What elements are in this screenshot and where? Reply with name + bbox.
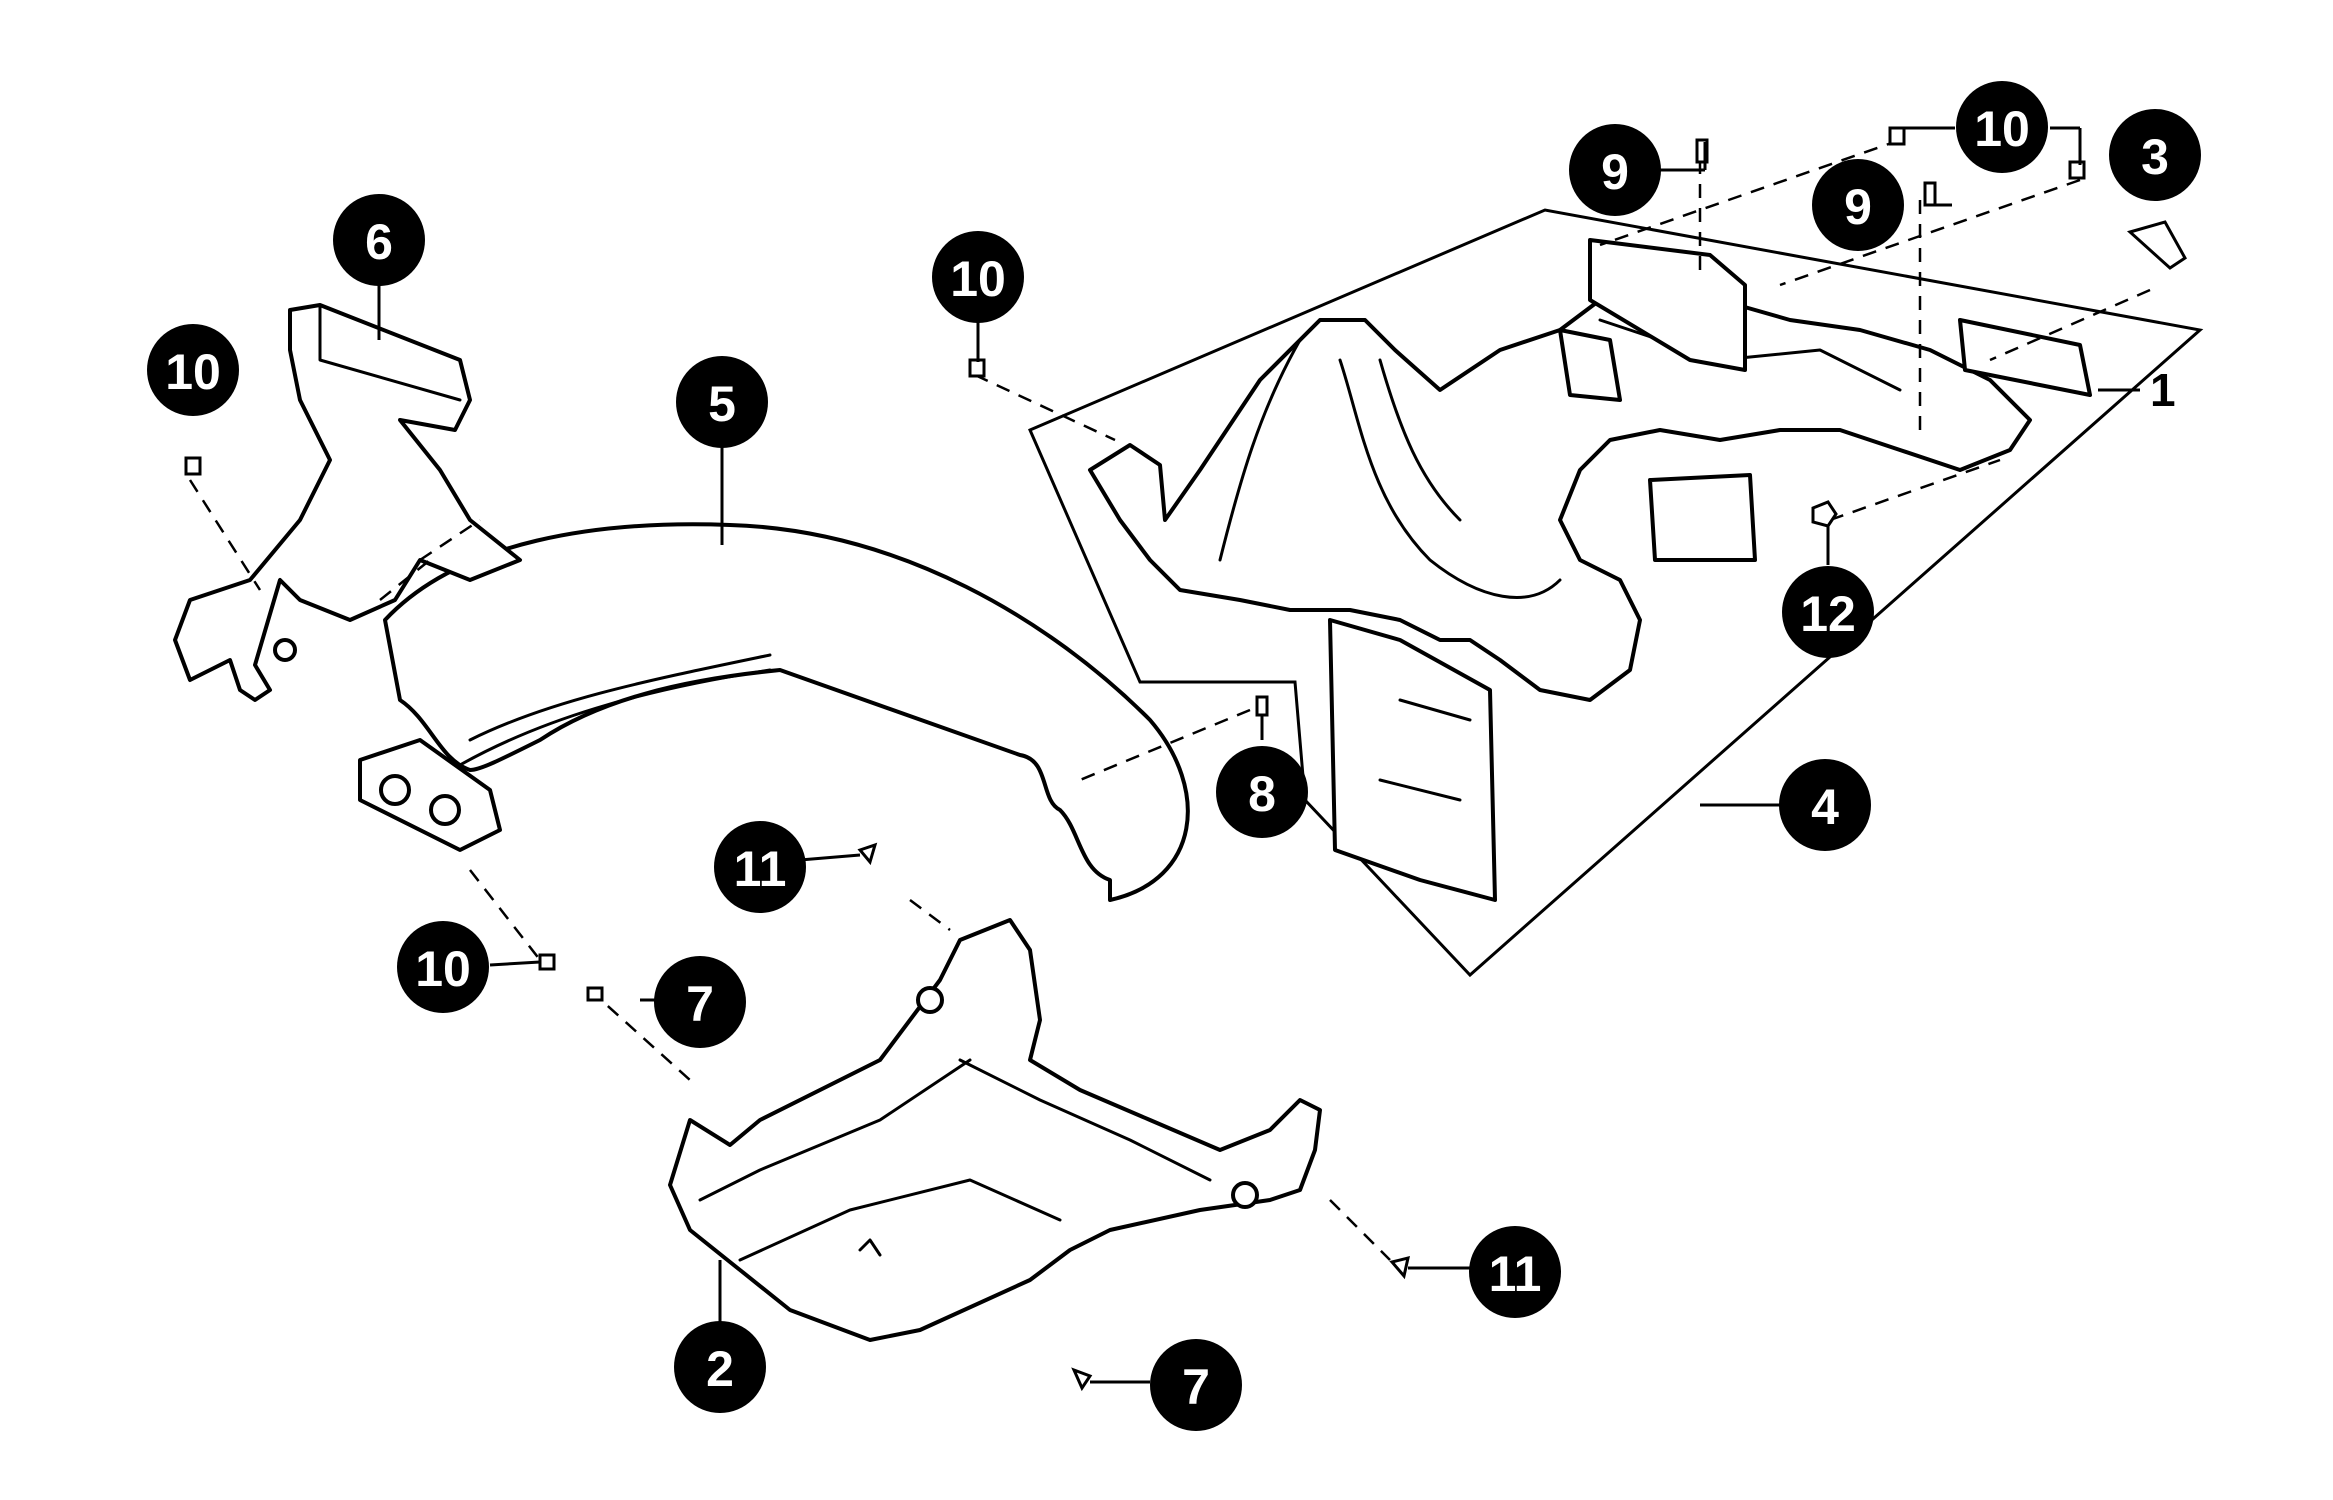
- callout-9-a: 9: [1569, 124, 1661, 216]
- callout-label: 12: [1800, 586, 1856, 642]
- callout-label: 7: [686, 976, 714, 1032]
- callout-10-b: 10: [932, 231, 1024, 323]
- callout-10-c: 10: [1956, 81, 2048, 173]
- fastener-7-a: [586, 986, 604, 1002]
- part-5-fender: [383, 522, 1190, 902]
- fastener-11-a: [857, 842, 878, 866]
- callout-11-a: 11: [714, 821, 806, 913]
- fastener-7-b: [1071, 1367, 1093, 1392]
- fastener-10-c-right: [2068, 160, 2086, 180]
- callout-label: 10: [950, 251, 1006, 307]
- part-2-tray: [668, 918, 1322, 1342]
- callout-1: 1: [2150, 364, 2176, 416]
- fastener-9-b: [1923, 181, 1937, 207]
- callout-7-a: 7: [654, 956, 746, 1048]
- callout-label: 8: [1248, 766, 1276, 822]
- callout-label: 10: [165, 344, 221, 400]
- fastener-10-a: [184, 456, 202, 476]
- callout-label: 10: [415, 941, 471, 997]
- callout-label: 10: [1974, 101, 2030, 157]
- part-4-frame: [1028, 208, 2204, 978]
- callout-label: 5: [708, 376, 736, 432]
- callout-9-b: 9: [1812, 159, 1904, 251]
- callout-label: 4: [1811, 779, 1839, 835]
- callout-label: 1: [2150, 364, 2176, 416]
- callout-7-b: 7: [1150, 1339, 1242, 1431]
- fastener-10-c-left: [1888, 126, 1906, 146]
- callout-8: 8: [1216, 746, 1308, 838]
- callout-label: 9: [1601, 144, 1629, 200]
- fastener-11-b: [1389, 1255, 1410, 1280]
- callout-3: 3: [2109, 109, 2201, 201]
- callout-label: 7: [1182, 1359, 1210, 1415]
- fastener-3: [2126, 220, 2187, 270]
- callout-label: 11: [734, 841, 787, 897]
- callout-label: 2: [706, 1341, 734, 1397]
- part-6-bracket: [173, 303, 522, 852]
- callout-5: 5: [676, 356, 768, 448]
- fastener-10-b: [968, 358, 986, 378]
- callout-4: 4: [1779, 759, 1871, 851]
- callout-12: 12: [1782, 566, 1874, 658]
- callout-label: 9: [1844, 179, 1872, 235]
- fastener-8: [1255, 695, 1269, 717]
- assembly-lines: [188, 138, 2151, 1261]
- fastener-12: [1811, 500, 1838, 528]
- callout-10-d: 10: [397, 921, 489, 1013]
- callout-6: 6: [333, 194, 425, 286]
- fastener-10-d: [538, 953, 556, 971]
- callout-label: 11: [1489, 1246, 1542, 1302]
- callout-label: 6: [365, 214, 393, 270]
- fastener-9-a: [1695, 138, 1709, 164]
- callout-label: 3: [2141, 129, 2169, 185]
- part-4-assembly: [1088, 238, 2092, 902]
- callout-11-b: 11: [1469, 1226, 1561, 1318]
- callout-10-a: 10: [147, 324, 239, 416]
- fasteners: [184, 126, 2187, 1392]
- callout-2: 2: [674, 1321, 766, 1413]
